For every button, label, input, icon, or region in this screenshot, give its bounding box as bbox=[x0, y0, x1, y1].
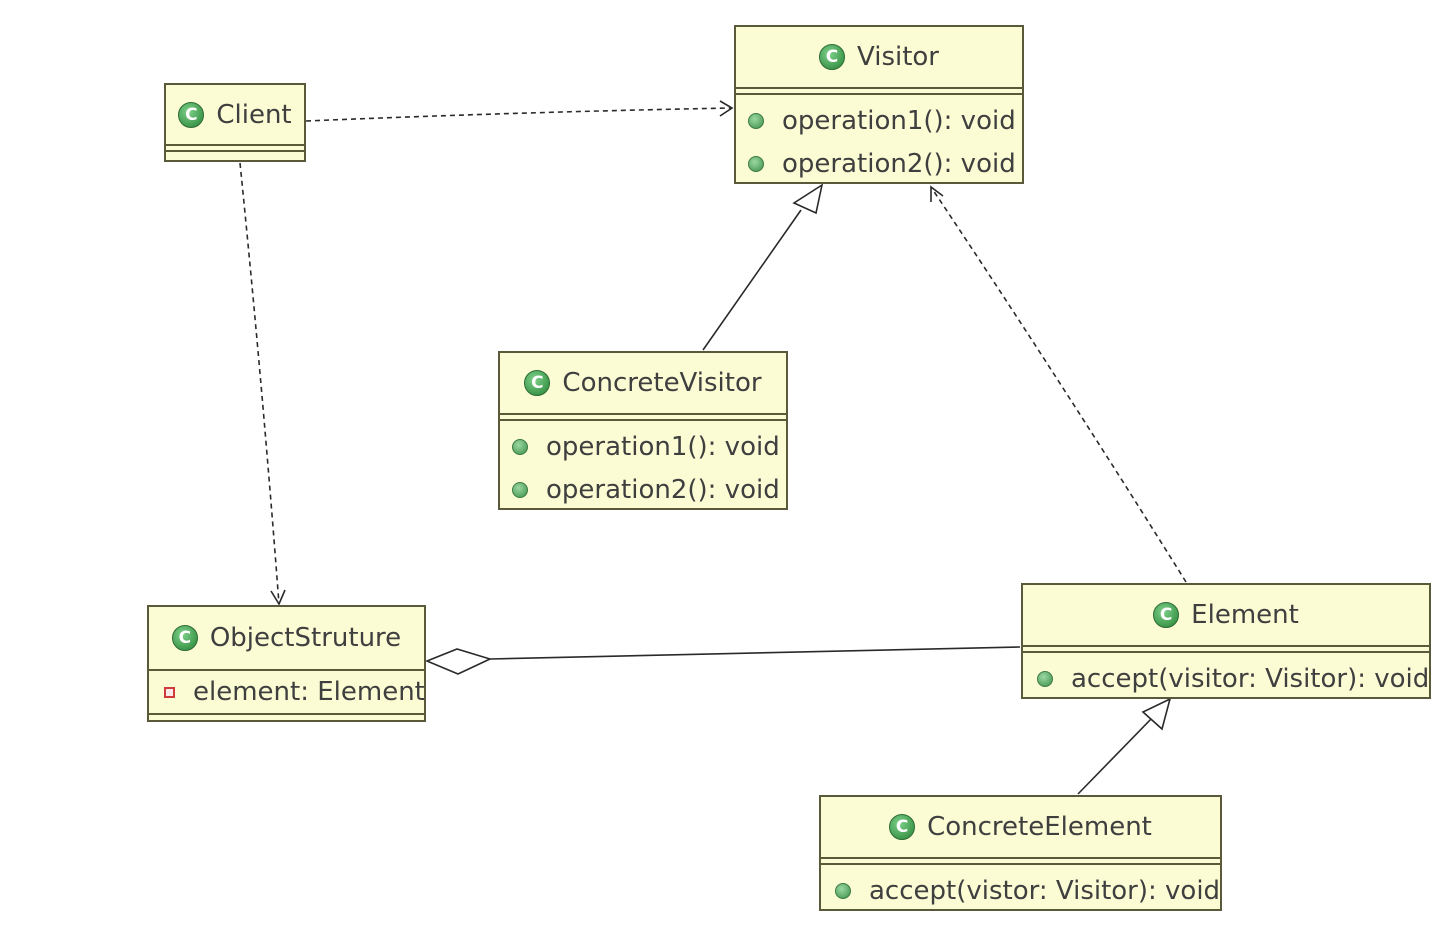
class-concrete-element-header: C ConcreteElement bbox=[821, 797, 1220, 859]
dependency-client-objectstructure bbox=[239, 162, 286, 606]
method-row[interactable]: operation1(): void bbox=[736, 99, 1022, 142]
method-row[interactable]: accept(visitor: Visitor): void bbox=[1023, 657, 1429, 700]
dependency-element-visitor bbox=[930, 185, 1187, 583]
class-concrete-visitor-header: C ConcreteVisitor bbox=[500, 353, 786, 415]
public-dot-icon bbox=[512, 438, 528, 455]
class-object-structure-header: C ObjectStruture bbox=[149, 607, 424, 671]
field-row[interactable]: element: Element bbox=[149, 672, 425, 712]
class-c-icon: C bbox=[178, 101, 205, 128]
class-visitor-methods: operation1(): void operation2(): void bbox=[736, 95, 1022, 185]
class-object-structure-name: ObjectStruture bbox=[209, 623, 402, 653]
class-client-name: Client bbox=[216, 99, 292, 130]
public-dot-icon bbox=[835, 882, 851, 899]
class-element-fields bbox=[1023, 647, 1429, 653]
method-row[interactable]: operation1(): void bbox=[500, 425, 786, 468]
class-visitor[interactable]: C Visitor operation1(): void operation2(… bbox=[734, 25, 1024, 184]
class-c-icon: C bbox=[1153, 602, 1180, 628]
method-row[interactable]: accept(vistor: Visitor): void bbox=[821, 869, 1220, 912]
public-dot-icon bbox=[1037, 670, 1053, 687]
private-square-icon bbox=[164, 686, 175, 698]
class-client[interactable]: C Client bbox=[164, 83, 306, 162]
class-element[interactable]: C Element accept(visitor: Visitor): void bbox=[1021, 583, 1431, 699]
class-client-header: C Client bbox=[166, 85, 304, 146]
method-signature: operation1(): void bbox=[546, 431, 780, 462]
method-signature: accept(vistor: Visitor): void bbox=[869, 875, 1221, 906]
class-client-fields bbox=[166, 146, 304, 152]
class-element-methods: accept(visitor: Visitor): void bbox=[1023, 653, 1429, 700]
class-visitor-fields bbox=[736, 89, 1022, 95]
class-concrete-element[interactable]: C ConcreteElement accept(vistor: Visitor… bbox=[819, 795, 1222, 911]
class-concrete-visitor-fields bbox=[500, 415, 786, 421]
class-visitor-header: C Visitor bbox=[736, 27, 1022, 89]
public-dot-icon bbox=[748, 112, 764, 129]
method-signature: operation2(): void bbox=[546, 474, 780, 505]
generalization-concreteelement-element bbox=[1077, 697, 1172, 795]
field-signature: element: Element bbox=[193, 677, 425, 707]
class-c-icon: C bbox=[889, 814, 916, 840]
class-c-icon: C bbox=[819, 44, 845, 70]
method-signature: accept(visitor: Visitor): void bbox=[1071, 663, 1430, 694]
class-object-structure[interactable]: C ObjectStruture element: Element bbox=[147, 605, 426, 722]
class-concrete-element-fields bbox=[821, 859, 1220, 865]
class-concrete-element-methods: accept(vistor: Visitor): void bbox=[821, 865, 1220, 912]
class-c-icon: C bbox=[171, 625, 198, 651]
class-element-name: Element bbox=[1191, 600, 1299, 630]
aggregation-element-objectstructure bbox=[424, 646, 1021, 675]
dependency-client-visitor bbox=[305, 100, 734, 122]
class-element-header: C Element bbox=[1023, 585, 1429, 647]
class-c-icon: C bbox=[524, 370, 551, 396]
method-row[interactable]: operation2(): void bbox=[500, 468, 786, 511]
generalization-concretevisitor-visitor bbox=[702, 183, 824, 351]
public-dot-icon bbox=[748, 155, 764, 172]
class-visitor-name: Visitor bbox=[857, 42, 939, 72]
class-object-structure-fields: element: Element bbox=[149, 671, 425, 715]
class-concrete-visitor-name: ConcreteVisitor bbox=[562, 368, 762, 398]
method-signature: operation1(): void bbox=[782, 105, 1016, 136]
method-signature: operation2(): void bbox=[782, 148, 1016, 179]
class-concrete-visitor-methods: operation1(): void operation2(): void bbox=[500, 421, 786, 511]
class-concrete-element-name: ConcreteElement bbox=[927, 812, 1152, 842]
method-row[interactable]: operation2(): void bbox=[736, 142, 1022, 185]
class-concrete-visitor[interactable]: C ConcreteVisitor operation1(): void ope… bbox=[498, 351, 788, 510]
public-dot-icon bbox=[512, 481, 528, 498]
